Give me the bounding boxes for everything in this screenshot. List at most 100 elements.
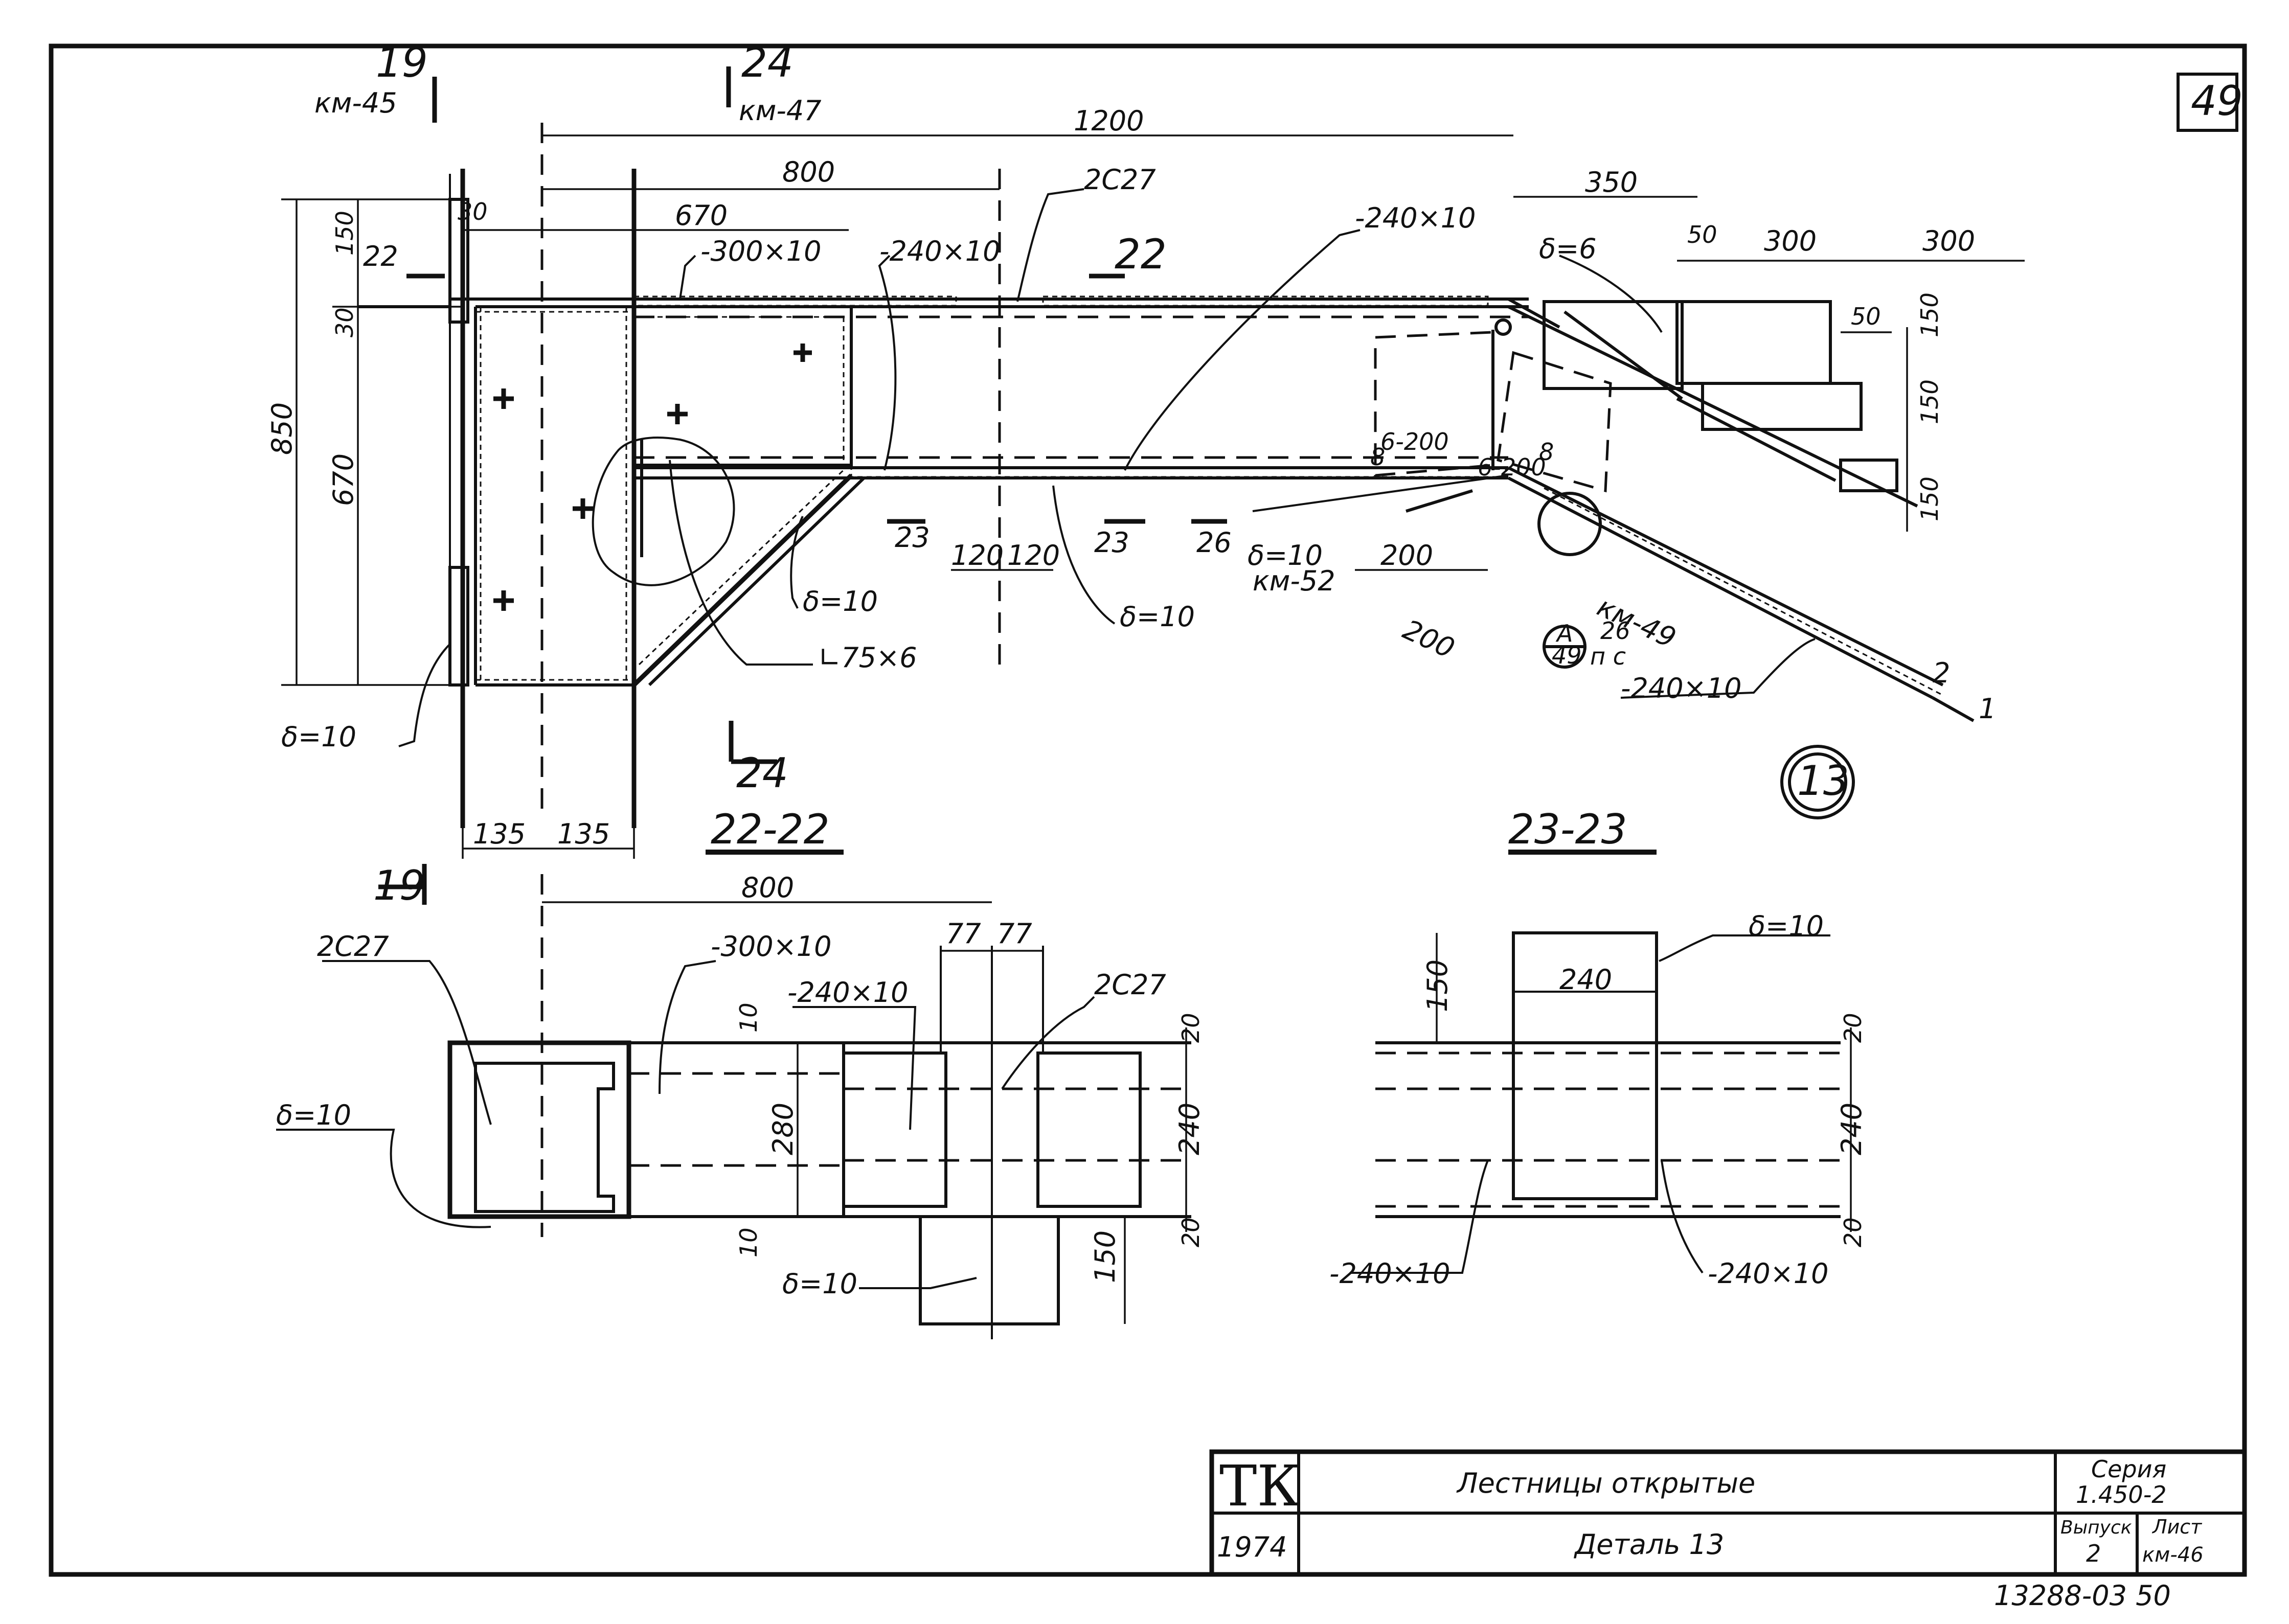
label-6-200b: 6-200 <box>1478 453 1546 481</box>
cut-23: 23 <box>895 521 930 554</box>
s22-2c27-right: 2С27 <box>1094 969 1166 1001</box>
s22-plate240: -240×10 <box>787 976 909 1009</box>
dim-50: 50 <box>1687 221 1717 248</box>
cut-22b: 22 <box>1115 231 1167 278</box>
s22-dim-280: 280 <box>767 1103 799 1155</box>
cut-23b: 23 <box>1094 527 1129 559</box>
label-n1: 1 <box>1979 693 1996 725</box>
dim-30: 30 <box>458 198 488 225</box>
sheet-border <box>49 43 2247 1577</box>
label-plate240c: -240×10 <box>1621 672 1742 704</box>
label-delta10a: δ=10 <box>803 585 878 617</box>
callout-bottom: 49 <box>1552 642 1582 669</box>
detail-circle-inner <box>1788 752 1847 812</box>
dim-300a: 300 <box>1764 225 1817 257</box>
dim-200a: 200 <box>1380 539 1433 571</box>
detail-circle-outer <box>1780 745 1855 819</box>
s22-dim-800: 800 <box>741 872 794 904</box>
dim-850: 850 <box>266 402 298 455</box>
s22-dim-20a: 20 <box>1177 1013 1205 1043</box>
s23-dim-240v: 240 <box>1835 1103 1868 1155</box>
tb-series-value: 1.450-2 <box>2076 1481 2167 1508</box>
ref-19b: 19 <box>373 862 425 909</box>
s22-dim-10a: 10 <box>735 1002 762 1033</box>
dim-135b: 135 <box>557 818 610 850</box>
tb-sheet-label: Лист <box>2151 1516 2203 1538</box>
title-block <box>1209 1449 2247 1577</box>
s23-dim-20b: 20 <box>1839 1217 1867 1247</box>
s22-dim-77b: 77 <box>997 918 1032 950</box>
tb-subtitle: Деталь 13 <box>1574 1528 1724 1561</box>
callout-pc: п с <box>1590 643 1626 670</box>
tb-issue-value: 2 <box>2086 1540 2101 1567</box>
label-n2: 2 <box>1933 657 1950 689</box>
s22-dim-10b: 10 <box>735 1227 762 1257</box>
label-w8a: 8 <box>1370 443 1385 471</box>
s23-dim-240: 240 <box>1559 964 1612 996</box>
detail-number: 13 <box>1797 757 1849 805</box>
s23-dim-150: 150 <box>1421 959 1454 1012</box>
label-w8b: 8 <box>1539 438 1554 466</box>
dim-150b: 150 <box>1916 379 1943 424</box>
dim-1200: 1200 <box>1074 105 1144 137</box>
label-angle: ∟75×6 <box>818 642 917 674</box>
s22-delta-left: δ=10 <box>276 1099 351 1131</box>
ref-km45: км-45 <box>314 87 397 119</box>
label-plate300: -300×10 <box>700 235 822 267</box>
s22-2c27-left: 2С27 <box>317 930 389 963</box>
label-delta10b: δ=10 <box>1120 601 1195 633</box>
main-dimensions <box>281 134 2025 859</box>
label-26: 26 <box>1600 617 1630 645</box>
s23-dim-20a: 20 <box>1839 1013 1867 1043</box>
tb-issue-label: Выпуск <box>2060 1517 2132 1538</box>
dim-150a: 150 <box>1916 292 1943 337</box>
tb-org: ТК <box>1219 1453 1301 1519</box>
label-km52: км-52 <box>1253 565 1335 597</box>
section-22-title: 22-22 <box>711 806 829 853</box>
dim-150v: 150 <box>331 211 358 256</box>
s22-dim-150: 150 <box>1089 1230 1121 1283</box>
dim-135a: 135 <box>473 818 526 850</box>
cut-markers <box>406 66 1227 764</box>
tb-sheet-value: км-46 <box>2142 1543 2204 1567</box>
dim-50b: 50 <box>1851 303 1881 330</box>
cut-26: 26 <box>1196 527 1232 559</box>
dim-120a: 120 <box>951 539 1004 571</box>
s22-dim-240: 240 <box>1173 1103 1206 1155</box>
s22-dim-20b: 20 <box>1177 1217 1205 1247</box>
dim-150c: 150 <box>1916 476 1943 521</box>
s22-plate300: -300×10 <box>711 930 832 963</box>
label-2c27: 2С27 <box>1084 164 1156 196</box>
s22-delta-bottom: δ=10 <box>782 1268 857 1300</box>
label-plate240b: -240×10 <box>1355 202 1476 234</box>
dim-300b: 300 <box>1922 225 1975 257</box>
dim-350: 350 <box>1585 166 1638 198</box>
leader-lines <box>398 188 1816 747</box>
cut-24: 24 <box>736 749 788 797</box>
s22-dim-77a: 77 <box>946 918 981 950</box>
s23-delta: δ=10 <box>1749 910 1824 942</box>
archive-number: 13288-03 50 <box>1994 1580 2171 1612</box>
label-delta10c: δ=10 <box>1248 539 1323 571</box>
label-plate240a: -240×10 <box>879 235 1001 267</box>
ref-km47: км-47 <box>739 95 822 127</box>
main-elevation <box>358 123 1975 828</box>
section-23-23 <box>1350 850 1852 1274</box>
dim-670v: 670 <box>327 453 359 506</box>
s23-plate-left: -240×10 <box>1329 1257 1451 1290</box>
dim-200b: 200 <box>1398 613 1460 665</box>
s23-plate-right: -240×10 <box>1708 1257 1829 1290</box>
dim-120b: 120 <box>1007 539 1060 571</box>
dim-800: 800 <box>782 156 835 188</box>
tb-series-label: Серия <box>2091 1455 2166 1483</box>
ref-24: 24 <box>741 39 794 86</box>
dim-670: 670 <box>675 199 728 232</box>
dim-30v: 30 <box>331 307 358 337</box>
section-23-title: 23-23 <box>1508 806 1627 853</box>
sheet-number: 49 <box>2191 77 2243 125</box>
label-delta10d: δ=10 <box>281 721 356 753</box>
label-6-200a: 6-200 <box>1380 428 1449 455</box>
tb-title: Лестницы открытые <box>1456 1467 1755 1499</box>
tb-year: 1974 <box>1217 1531 1287 1563</box>
